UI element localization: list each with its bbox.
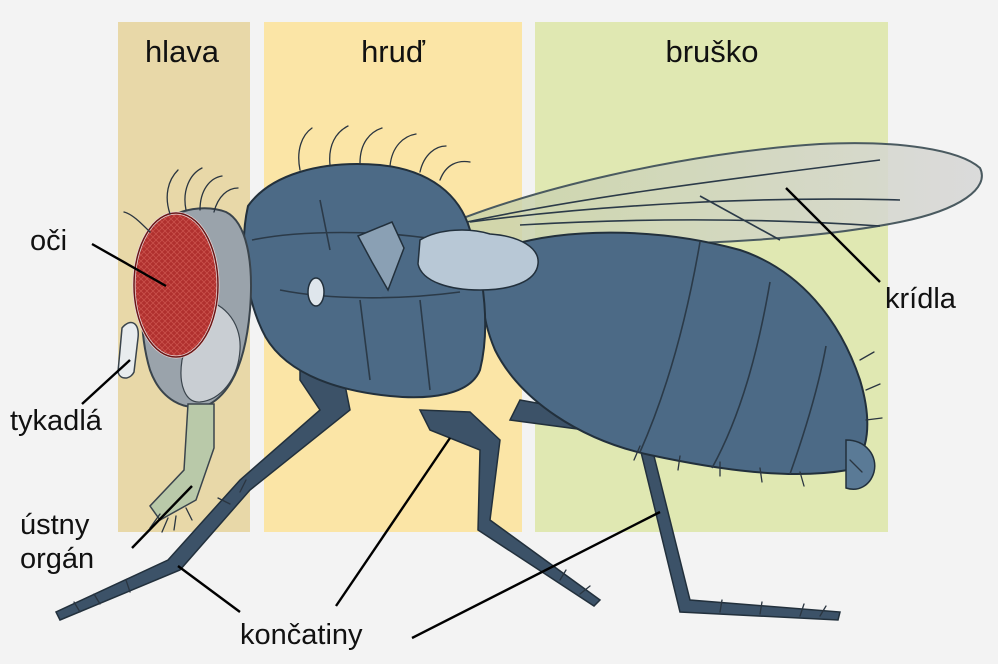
abdomen-region-title: bruško [665, 34, 758, 69]
mouthparts-label-line1: ústny [20, 509, 90, 541]
eyes-label: oči [30, 225, 67, 257]
legs-leader-1 [178, 566, 240, 612]
legs-label: končatiny [240, 619, 363, 651]
head-region-title: hlava [145, 34, 220, 69]
thorax-region-title: hruď [361, 34, 426, 69]
mouthparts-label-line2: orgán [20, 543, 94, 575]
spiracle [308, 278, 324, 306]
antennae-label: tykadlá [10, 405, 103, 437]
wings-label: krídla [885, 283, 957, 315]
